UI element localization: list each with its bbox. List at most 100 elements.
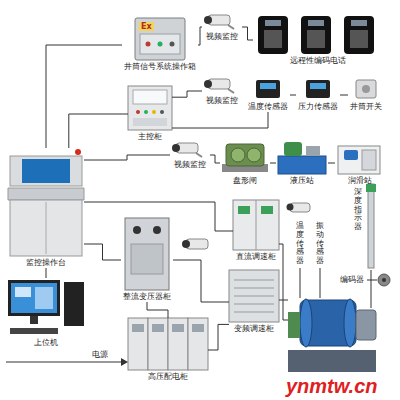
disc-brake — [222, 144, 268, 172]
icon-area — [8, 148, 84, 256]
part-label: 深度指示器 — [354, 188, 362, 232]
knob — [146, 42, 151, 47]
equipment-caption: 液压站 — [276, 176, 328, 186]
camera-mount — [228, 25, 234, 29]
console-hood — [10, 156, 82, 186]
cabinet-body — [229, 270, 279, 322]
hoist-gear — [288, 312, 300, 338]
hv-switchgear — [128, 318, 208, 370]
equipment-node: 润滑站 — [335, 140, 385, 186]
connector — [84, 244, 121, 260]
phone — [301, 16, 331, 54]
indicator-head — [366, 184, 376, 192]
connector — [69, 114, 128, 148]
connector — [173, 260, 229, 302]
phone-screen — [308, 20, 324, 26]
cabinet — [148, 318, 168, 370]
equipment-caption: 视频监控 — [202, 96, 242, 106]
marking-text: Ex — [139, 22, 154, 31]
equipment-caption: 主控柜 — [128, 132, 172, 142]
camera-lens — [182, 240, 190, 248]
sensor-icons — [256, 80, 376, 98]
watermark: ynmtw.cn — [286, 376, 378, 396]
icon-area — [8, 278, 84, 336]
equipment-node: Ex井筒信号系统操作箱 — [122, 18, 198, 72]
drum-flange — [300, 299, 312, 347]
encoder-shaft — [382, 278, 386, 282]
equipment-node: 液压站 — [276, 140, 328, 186]
camera-lens — [204, 16, 212, 24]
equipment-caption: 上位机 — [8, 338, 84, 348]
equipment-caption: 整流变压器柜 — [121, 292, 173, 302]
phone-keys — [307, 30, 325, 48]
encoder-icon — [378, 274, 390, 286]
monitor-stand — [30, 316, 38, 324]
connector — [84, 202, 233, 231]
connector — [172, 112, 268, 128]
grille — [234, 288, 274, 289]
cabinet-body — [233, 200, 279, 250]
temperature-sensor — [256, 80, 280, 98]
main-control-cabinet — [128, 86, 172, 130]
camera-mount — [228, 89, 234, 93]
phone — [258, 16, 288, 54]
cabinet-door — [256, 200, 257, 250]
hoist-machine — [288, 299, 376, 372]
equipment-node: 直流调速柜 — [233, 200, 279, 262]
shaft-switch — [356, 80, 376, 98]
equipment-caption: 变频调速柜 — [229, 324, 279, 334]
equipment-caption: 视频监控 — [202, 32, 242, 42]
grille — [234, 312, 274, 313]
icon-area — [170, 140, 210, 158]
switch-knob — [362, 85, 370, 93]
leader-line — [300, 268, 301, 298]
phone-screen — [351, 20, 367, 26]
equipment-node: 盘形闸 — [220, 140, 270, 186]
equipment-node: 高压配电柜 — [128, 318, 208, 382]
lube-motor — [344, 150, 358, 160]
screen-window — [15, 287, 31, 297]
equipment-node: 视频监控 — [170, 140, 210, 170]
equipment-node: 主控柜 — [128, 86, 172, 142]
drum-flange — [344, 299, 356, 347]
equipment-node: 监控操作台 — [8, 148, 84, 268]
equipment-caption: 盘形闸 — [220, 176, 270, 186]
part-label: 温度传感器 — [296, 222, 304, 266]
part-label: 电源 — [92, 350, 108, 360]
equipment-node: 温度传感器 — [246, 78, 290, 112]
equipment-caption: 温度传感器 — [246, 102, 290, 112]
leader-line — [371, 270, 372, 308]
icon-area — [296, 78, 340, 100]
cabinet-display — [261, 206, 273, 214]
icon-area — [128, 318, 208, 370]
cabinet — [168, 318, 188, 370]
equipment-node: 远程性编码电话 — [253, 14, 383, 66]
vfd-cabinet — [229, 270, 279, 322]
grille — [234, 296, 274, 297]
icon-area — [335, 140, 385, 174]
connector — [46, 268, 47, 278]
explosion-proof-box — [135, 18, 185, 60]
icon-area — [246, 78, 290, 100]
pump — [306, 146, 320, 156]
phone-keys — [264, 30, 282, 48]
console-body — [10, 200, 82, 256]
console-desk — [8, 188, 84, 200]
dc-speed-cabinet — [233, 200, 279, 250]
connector — [208, 324, 229, 350]
arrow-head — [121, 358, 128, 366]
depth-indicator — [366, 184, 376, 268]
camera-icon — [287, 203, 311, 212]
pc-tower — [64, 282, 84, 326]
box-body — [135, 18, 185, 60]
drive-wire — [279, 244, 288, 320]
connector — [242, 27, 253, 40]
console-door — [46, 202, 47, 254]
equipment-caption: 远程性编码电话 — [253, 56, 383, 66]
cabinet-panel — [133, 90, 167, 104]
cabinet-body — [125, 218, 169, 290]
icon-area — [276, 140, 328, 174]
connector — [46, 45, 122, 148]
brake-body — [226, 144, 264, 166]
tank — [278, 156, 326, 174]
